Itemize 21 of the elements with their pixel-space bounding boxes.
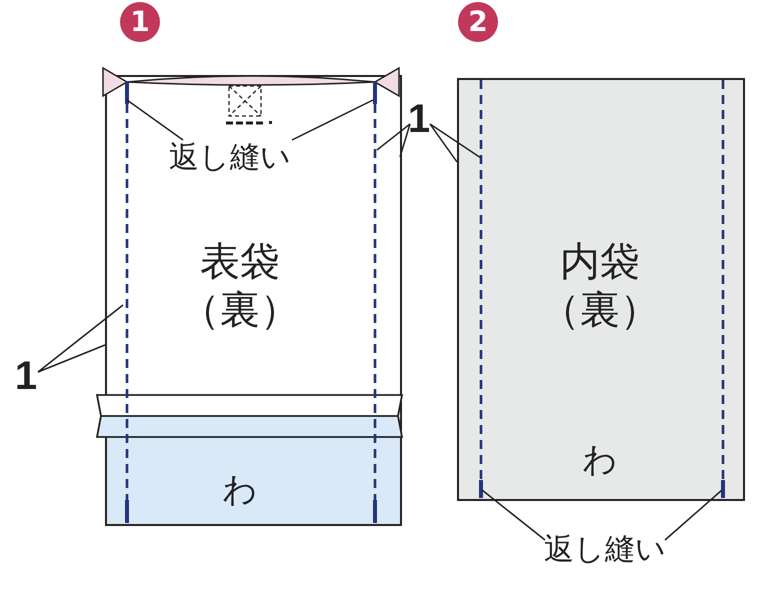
fold-mark-label: わ [582,440,618,481]
backstitch-label: 返し縫い [160,140,300,176]
panel-label: 表袋（裏） [179,238,301,334]
leader-line [38,304,124,373]
step-number-badge: 1 [120,2,160,42]
leader-line [376,123,410,151]
fabric-panel [457,78,745,501]
backstitch-label: 返し縫い [520,532,690,568]
leader-line [430,123,482,159]
leader-line [126,99,184,141]
leader-line [664,489,722,541]
step-number-badge: 2 [458,2,498,42]
panel-label: 内袋（裏） [539,238,661,334]
callout-number: 1 [403,95,435,143]
leader-line [429,124,458,162]
leader-line [399,124,411,158]
fold-mark-label: わ [222,470,258,511]
leader-line [482,489,546,541]
leader-line [38,344,106,373]
callout-number: 1 [10,352,42,400]
leader-line [292,99,374,141]
